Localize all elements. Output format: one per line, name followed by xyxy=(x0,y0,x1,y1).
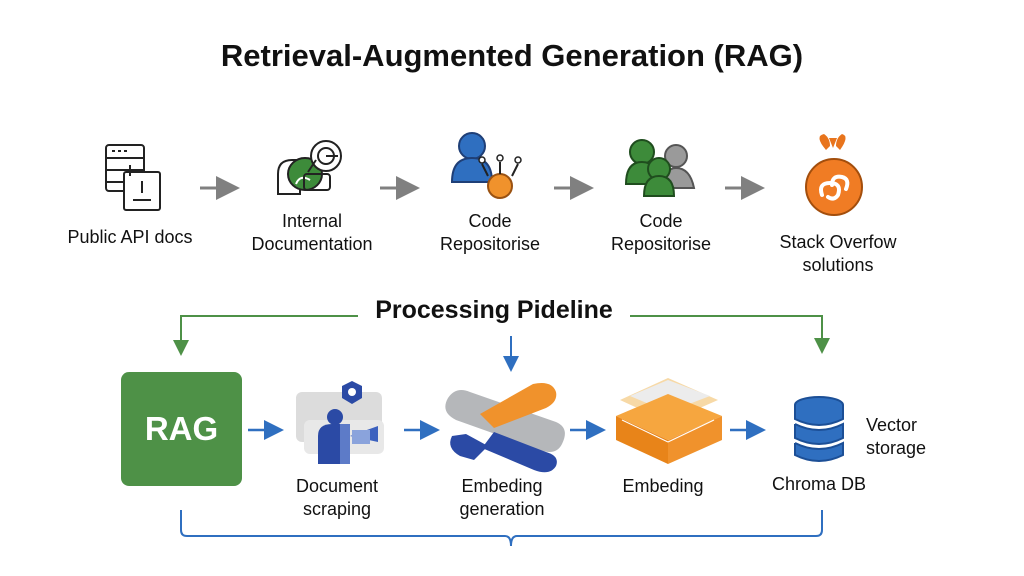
pipeline-right-connector xyxy=(630,315,830,354)
source-label-internal-docs: Internal Documentation xyxy=(251,211,373,254)
users-repository-icon xyxy=(624,139,696,197)
source-label-public-api: Public API docs xyxy=(67,227,193,247)
rag-box: RAG xyxy=(121,372,242,486)
stack-overflow-icon xyxy=(805,134,863,216)
source-label-code-repo-2: Code Repositorise xyxy=(610,211,712,254)
database-icon xyxy=(794,396,844,462)
embedding-generation-icon xyxy=(445,383,565,473)
diagram-title: Retrieval-Augmented Generation (RAG) xyxy=(220,38,804,73)
user-repository-icon xyxy=(450,132,522,199)
pipeline-left-connector xyxy=(173,315,358,356)
vector-storage-label: Vector storage xyxy=(866,415,927,458)
stage-label-embedding-generation: Embeding generation xyxy=(459,476,545,519)
source-label-stack-overflow: Stack Overfow solutions xyxy=(779,232,897,275)
document-scraping-icon xyxy=(296,381,384,464)
source-label-code-repo-1: Code Repositorise xyxy=(439,211,541,254)
stage-label-document-scraping: Document scraping xyxy=(295,476,379,519)
internal-docs-icon xyxy=(277,140,342,195)
server-document-icon xyxy=(105,144,161,211)
rag-label: RAG xyxy=(144,410,219,447)
embedding-layers-icon xyxy=(616,378,722,464)
stage-label-embedding: Embeding xyxy=(622,476,704,496)
bottom-brace xyxy=(180,510,823,547)
pipeline-title: Processing Pideline xyxy=(362,296,626,325)
stage-label-chroma-db: Chroma DB xyxy=(771,474,867,494)
